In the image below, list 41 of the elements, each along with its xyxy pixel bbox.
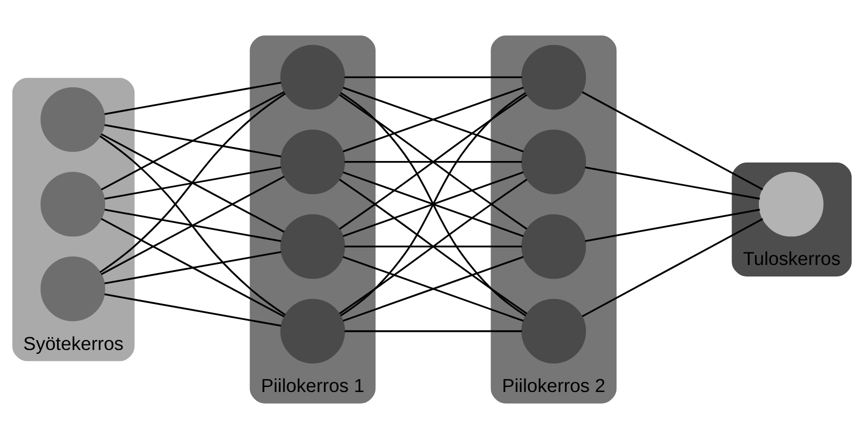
node-circle — [521, 214, 586, 279]
connector — [100, 92, 286, 274]
connector — [100, 176, 285, 276]
node-circle — [40, 256, 106, 322]
connector — [339, 94, 528, 230]
cluster: Syötekerros — [12, 78, 135, 362]
node-circle — [280, 298, 345, 364]
connector — [584, 166, 760, 200]
connector — [584, 208, 760, 242]
connector — [344, 246, 522, 248]
connector — [339, 178, 528, 314]
connector — [344, 76, 522, 78]
connector — [104, 124, 282, 158]
node-circle — [280, 44, 345, 110]
node-circle — [40, 172, 106, 237]
connector — [100, 218, 285, 318]
node-circle — [758, 172, 824, 237]
connector — [344, 330, 522, 332]
connector — [104, 82, 282, 115]
connector — [100, 91, 285, 190]
connector — [104, 208, 282, 242]
node-circle — [521, 130, 586, 194]
connector — [104, 166, 282, 200]
node-circle — [280, 214, 345, 279]
connector — [100, 135, 286, 316]
node-circle — [521, 298, 586, 364]
cluster: Piilokerros 1 — [250, 36, 376, 404]
cluster: Tuloskerros — [732, 162, 852, 277]
node-circle — [280, 130, 345, 194]
node-circle — [40, 87, 106, 152]
connector — [104, 293, 282, 327]
connector — [582, 91, 764, 190]
connector — [342, 86, 524, 152]
connector — [582, 218, 764, 318]
cluster: Piilokerros 2 — [490, 36, 617, 404]
connector — [342, 256, 524, 322]
node-circle — [521, 44, 586, 110]
connector — [104, 251, 282, 284]
connector — [344, 161, 522, 163]
connector — [100, 133, 285, 233]
connector — [340, 92, 526, 316]
